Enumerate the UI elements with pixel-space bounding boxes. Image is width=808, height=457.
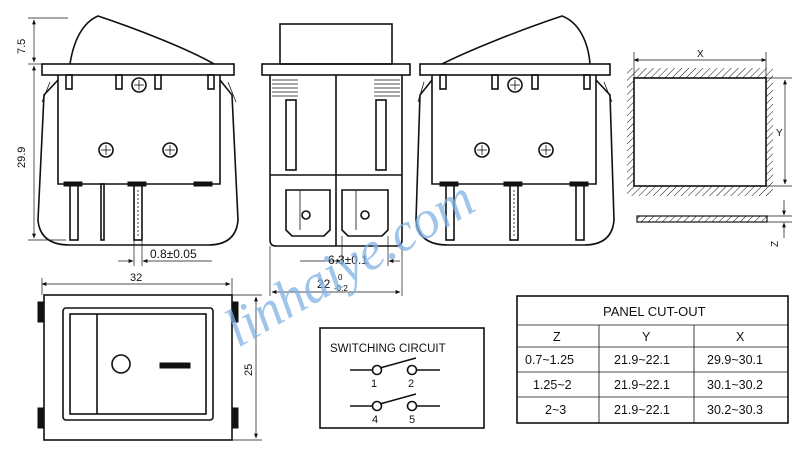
front-view: 32 25 bbox=[37, 272, 262, 441]
switching-circuit-title: SWITCHING CIRCUIT bbox=[330, 343, 446, 355]
table-cell: 30.2~30.3 bbox=[707, 403, 763, 417]
panel-cutout-view: X Y Z bbox=[627, 49, 792, 247]
dim-side-width: 22 bbox=[317, 277, 331, 291]
pin-label-4: 4 bbox=[372, 414, 378, 426]
dim-pin-width: 0.8±0.05 bbox=[150, 247, 197, 261]
table-cell: 30.1~30.2 bbox=[707, 378, 763, 392]
panel-cutout-title: PANEL CUT-OUT bbox=[603, 304, 706, 319]
pin-label-2: 2 bbox=[408, 378, 414, 390]
panel-label-z: Z bbox=[770, 241, 781, 247]
table-header-z: Z bbox=[553, 330, 561, 344]
side-view-right bbox=[415, 15, 615, 246]
panel-label-x: X bbox=[697, 49, 704, 60]
side-view-left: 7.5 29.9 0.8±0.05 bbox=[16, 15, 239, 266]
dim-side-width-tol-upper: 0 bbox=[338, 273, 343, 282]
table-cell: 29.9~30.1 bbox=[707, 353, 763, 367]
pin-label-5: 5 bbox=[409, 414, 415, 426]
dim-body-height: 29.9 bbox=[16, 147, 28, 168]
side-view-terminals: 6.3±0.1 22 0 -0.2 bbox=[261, 23, 411, 296]
table-cell: 21.9~22.1 bbox=[614, 353, 670, 367]
table-header-y: Y bbox=[642, 330, 651, 344]
dim-front-height: 25 bbox=[243, 364, 255, 376]
panel-label-y: Y bbox=[776, 128, 783, 139]
table-cell: 21.9~22.1 bbox=[614, 378, 670, 392]
dim-side-width-tol-lower: -0.2 bbox=[334, 284, 348, 293]
dim-top-height: 7.5 bbox=[16, 39, 28, 54]
table-cell: 0.7~1.25 bbox=[525, 353, 574, 367]
table-header-x: X bbox=[736, 330, 745, 344]
table-cell: 1.25~2 bbox=[533, 378, 572, 392]
table-cell: 21.9~22.1 bbox=[614, 403, 670, 417]
table-cell: 2~3 bbox=[545, 403, 566, 417]
dim-terminal-width: 6.3±0.1 bbox=[328, 253, 368, 267]
switching-circuit: SWITCHING CIRCUIT 1 2 4 5 bbox=[319, 327, 485, 429]
panel-cutout-table: PANEL CUT-OUT Z Y X 0.7~1.25 21.9~22.1 2… bbox=[516, 295, 789, 424]
dim-front-width: 32 bbox=[130, 272, 142, 284]
watermark-text: linhaiye.com bbox=[214, 168, 484, 359]
pin-label-1: 1 bbox=[371, 378, 377, 390]
